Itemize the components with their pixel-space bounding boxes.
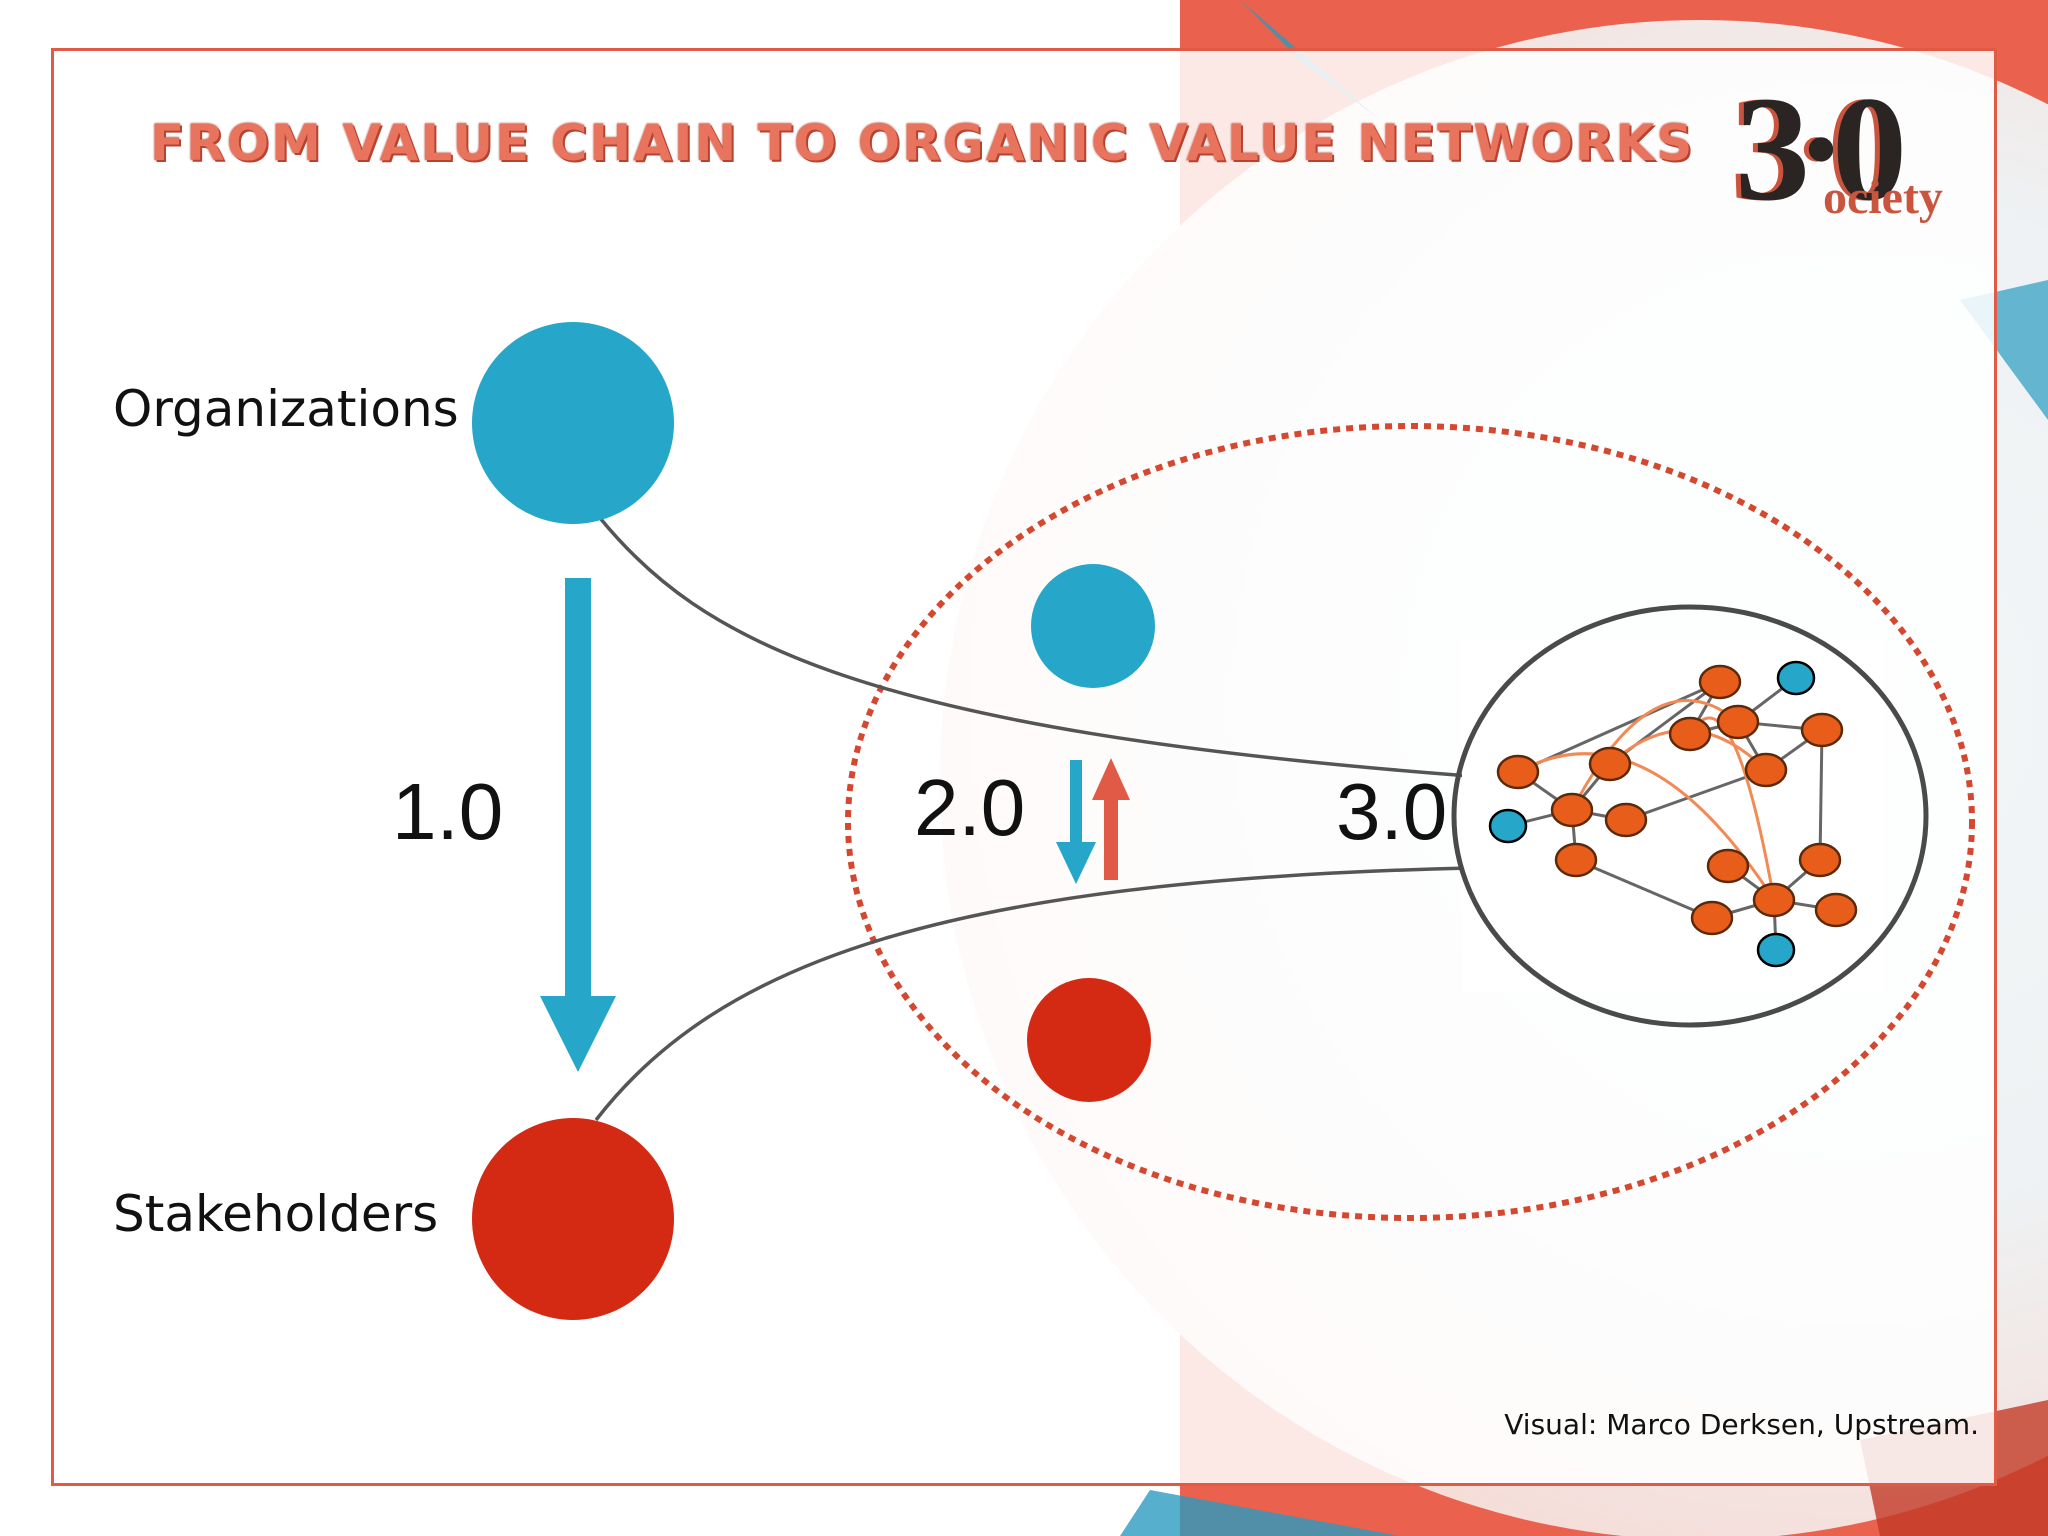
down-arrow-2-0 bbox=[1056, 760, 1096, 884]
network-edge bbox=[1818, 729, 1824, 861]
network-node-orange bbox=[1706, 848, 1750, 884]
version-1-0: 1.0 bbox=[392, 767, 504, 856]
network-edge bbox=[1575, 858, 1713, 920]
up-arrow-2-0 bbox=[1092, 758, 1130, 880]
slide-title: FROM VALUE CHAIN TO ORGANIC VALUE NETWOR… bbox=[150, 114, 1695, 172]
logo-wordmark: ociety bbox=[1823, 171, 1943, 224]
network-node-orange bbox=[1744, 752, 1788, 788]
network-node-blue bbox=[1488, 808, 1528, 844]
network-node-orange bbox=[1668, 716, 1712, 752]
connector-organizations-to-network bbox=[598, 516, 1471, 778]
network-node-orange bbox=[1800, 712, 1844, 748]
network-node-orange bbox=[1604, 802, 1648, 838]
network-node-orange bbox=[1690, 900, 1734, 936]
network-node-orange bbox=[1550, 792, 1594, 828]
logo-mark: 3·0 bbox=[1735, 66, 1907, 232]
down-arrow-1-0 bbox=[540, 578, 616, 1072]
network-node-orange bbox=[1588, 746, 1632, 782]
network-node-blue bbox=[1756, 932, 1796, 968]
version-3-0: 3.0 bbox=[1336, 767, 1448, 856]
label-organizations: Organizations bbox=[113, 380, 459, 438]
organization-node bbox=[472, 322, 674, 524]
version-2-0: 2.0 bbox=[914, 763, 1026, 852]
network-node-orange bbox=[1554, 842, 1598, 878]
network-node-orange bbox=[1698, 664, 1742, 700]
network-edge bbox=[1625, 768, 1767, 822]
network-node-orange bbox=[1798, 842, 1842, 878]
network-node-orange bbox=[1496, 754, 1540, 790]
network-node-blue bbox=[1776, 660, 1816, 696]
network-node-orange bbox=[1814, 892, 1858, 928]
network-inset bbox=[1462, 640, 1882, 992]
label-stakeholders: Stakeholders bbox=[113, 1185, 439, 1243]
organization-node-2-0 bbox=[1031, 564, 1155, 688]
society-3-0-logo: 3·0 ociety bbox=[1735, 74, 1955, 228]
network-node-orange bbox=[1752, 882, 1796, 918]
network-ellipse bbox=[1451, 604, 1929, 1028]
visual-credit: Visual: Marco Derksen, Upstream. bbox=[1504, 1408, 1979, 1441]
stakeholder-node bbox=[472, 1118, 674, 1320]
stakeholder-node-2-0 bbox=[1027, 978, 1151, 1102]
dotted-boundary-ellipse bbox=[845, 423, 1975, 1221]
network-node-orange bbox=[1716, 704, 1760, 740]
connector-stakeholders-to-network bbox=[594, 866, 1471, 1122]
